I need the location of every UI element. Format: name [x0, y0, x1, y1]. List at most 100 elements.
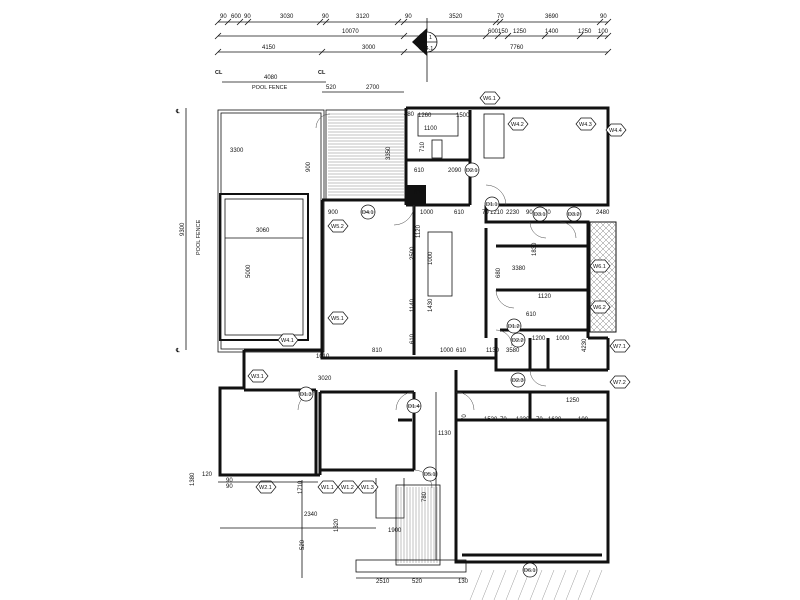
room-dim: 3300	[230, 148, 244, 154]
room-dim: 610	[526, 312, 537, 318]
dim-top-3: 90	[244, 14, 251, 20]
door-tag-label: D1.2	[508, 324, 520, 330]
room-dim: 90	[226, 478, 233, 484]
dim-bot-3: 7760	[510, 45, 524, 51]
dim-520: 520	[326, 85, 337, 91]
room-dim: 70	[536, 417, 543, 423]
window-tag: W1.1	[317, 480, 339, 494]
room-dim: 3350	[386, 146, 392, 160]
dim-mid-4: 1250	[513, 29, 527, 35]
room-dim: 90	[226, 484, 233, 490]
pool-fence-enclosure	[217, 109, 325, 353]
window-tag-label: W6.2	[593, 305, 606, 311]
window-tag: W4.4	[605, 123, 627, 137]
room-dim: 70	[462, 414, 468, 421]
svg-text:℄: ℄	[175, 108, 180, 115]
pool-fence-dims: CL CL 4080 POOL FENCE 520 2700	[215, 70, 404, 93]
room-dim: 480	[404, 112, 415, 118]
window-tag: W6.2	[589, 300, 611, 314]
door-tag: D1.4	[406, 398, 422, 414]
room-dim: 3020	[318, 376, 332, 382]
door-tag: D2.2	[510, 332, 526, 348]
pool-fence-side: POOL FENCE 9300 ℄ ℄	[175, 108, 202, 354]
room-dim: 1210	[490, 210, 504, 216]
window-tag: W6.1	[479, 91, 501, 105]
door-tag-label: D3.2	[568, 212, 580, 218]
room-dim: 1250	[566, 398, 580, 404]
room-dim: 520	[300, 539, 306, 550]
cl-left: CL	[215, 70, 223, 76]
door-tag-label: D1.3	[300, 392, 312, 398]
dim-top-4: 3030	[280, 14, 294, 20]
room-dim: 1900	[388, 528, 402, 534]
door-tag-label: D6.1	[524, 568, 536, 574]
dim-top-6: 3120	[356, 14, 370, 20]
room-dim: 520	[412, 579, 423, 585]
room-dim: 810	[372, 348, 383, 354]
room-dim: 900	[328, 210, 339, 216]
room-dim: 1200	[532, 336, 546, 342]
window-tag: W3.1	[247, 369, 269, 383]
window-tag-label: W4.1	[281, 338, 294, 344]
room-dim: 1230	[516, 417, 530, 423]
dim-top-1: 90	[220, 14, 227, 20]
door-tag: D1.2	[506, 318, 522, 334]
dim-mid-1: 10070	[342, 29, 359, 35]
dim-top-7: 90	[405, 14, 412, 20]
dim-mid-5: 1400	[545, 29, 559, 35]
room-dim: 90	[526, 210, 533, 216]
pool-fence-side-label: POOL FENCE	[196, 219, 202, 255]
room-dim: 2340	[304, 512, 318, 518]
room-dim: 610	[414, 190, 425, 196]
door-tag-label: D2.2	[512, 338, 524, 344]
door-tag-label: D1.1	[486, 202, 498, 208]
room-dim: 610	[414, 168, 425, 174]
door-tag: D4.1	[360, 204, 376, 220]
dim-top-2: 600	[231, 14, 242, 20]
cl-right: CL	[318, 70, 326, 76]
ground-hatch	[469, 569, 603, 600]
window-tag-label: W5.2	[331, 224, 344, 230]
room-dim: 1260	[418, 113, 432, 119]
door-tag-label: D4.1	[362, 210, 374, 216]
section-marker: 1 A4.1	[412, 18, 438, 82]
pool-fence-top-label: POOL FENCE	[252, 85, 288, 91]
window-tag: W6.1	[589, 259, 611, 273]
room-dim: 2230	[506, 210, 520, 216]
room-dim: 1140	[410, 298, 416, 312]
room-dim: 1830	[532, 242, 538, 256]
svg-text:℄: ℄	[175, 347, 180, 354]
window-tag: W4.3	[575, 117, 597, 131]
door-tag: D2.3	[510, 372, 526, 388]
dim-mid-2: 600	[488, 29, 499, 35]
room-dim: 70	[544, 210, 551, 216]
dim-mid-3: 150	[498, 29, 509, 35]
room-dim: 70	[500, 417, 507, 423]
room-dim: 1630	[548, 417, 562, 423]
window-tag-label: W5.1	[331, 316, 344, 322]
door-tag: D6.1	[522, 562, 538, 578]
room-dim: 900	[306, 161, 312, 172]
pool-length: 5000	[246, 264, 252, 278]
window-tag-label: W2.1	[259, 485, 272, 491]
room-dim: 1120	[416, 224, 422, 238]
pool: 3060 5000	[219, 193, 309, 341]
room-dim: 120	[202, 472, 213, 478]
door-swings	[297, 113, 577, 489]
room-dim: 1710	[298, 480, 304, 494]
window-tag: W5.2	[327, 219, 349, 233]
door-tag: D5.1	[422, 466, 438, 482]
window-tag: W5.1	[327, 311, 349, 325]
window-tag-label: W1.1	[321, 485, 334, 491]
room-dim: 610	[454, 210, 465, 216]
window-tag-label: W4.4	[609, 128, 622, 134]
dim-top-9: 70	[497, 14, 504, 20]
dim-bot-1: 4150	[262, 45, 276, 51]
section-number: 1	[429, 35, 432, 41]
room-dim: 1010	[316, 354, 330, 360]
room-dim: 130	[458, 579, 469, 585]
window-tag-label: W6.1	[483, 96, 496, 102]
pool-width: 3060	[256, 228, 270, 234]
